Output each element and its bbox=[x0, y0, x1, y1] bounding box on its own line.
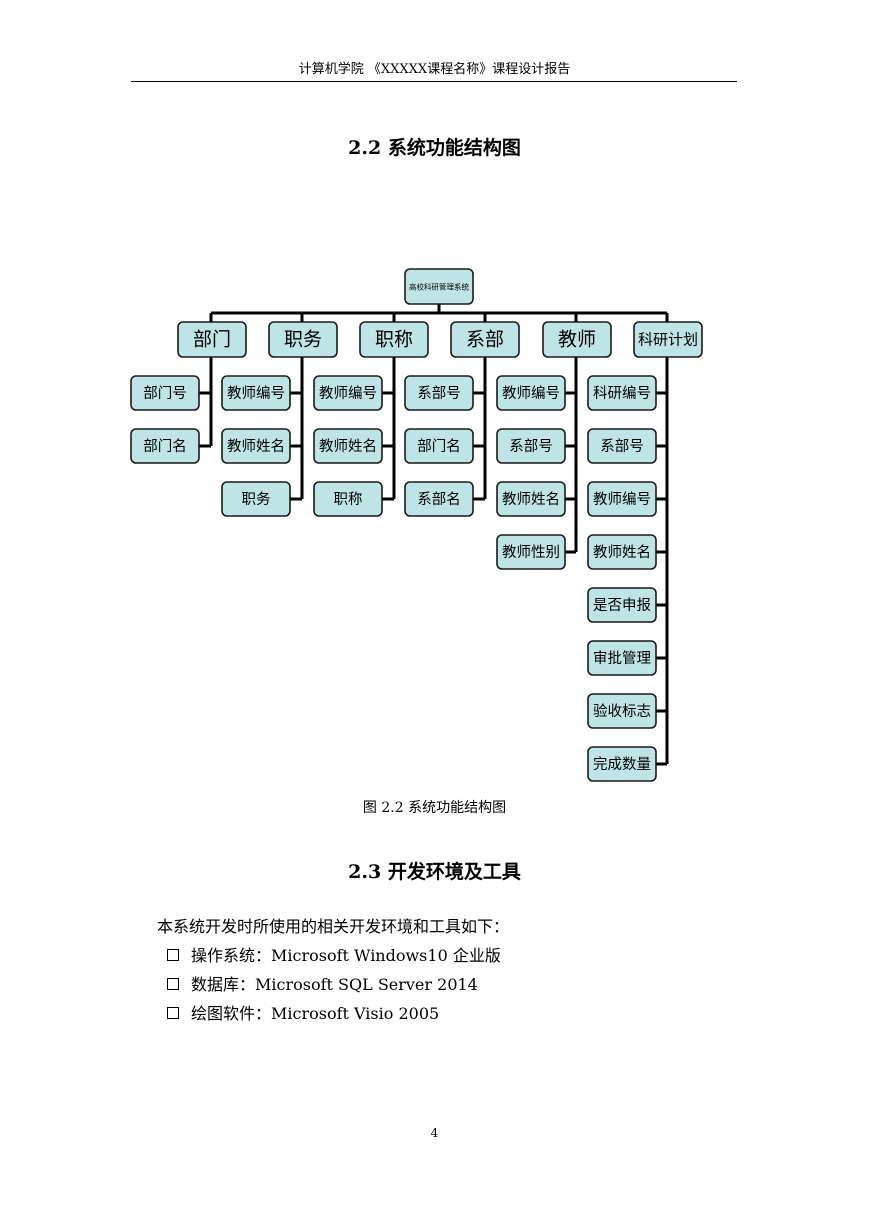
figure-caption: 图 2.2 系统功能结构图 bbox=[362, 800, 507, 816]
leaf-node bbox=[496, 534, 566, 570]
leaf-node bbox=[587, 481, 657, 517]
leaf-node bbox=[313, 428, 383, 464]
leaf-node-label: 审批管理 bbox=[593, 650, 651, 667]
leaf-node-label: 教师编号 bbox=[502, 385, 560, 402]
leaf-node-label: 教师性别 bbox=[502, 544, 560, 561]
leaf-node bbox=[313, 481, 383, 517]
system-structure-diagram: 高校科研管理系统部门部门号部门名职务教师编号教师姓名职务职称教师编号教师姓名职称… bbox=[130, 268, 703, 782]
leaf-node-label: 部门号 bbox=[143, 385, 187, 402]
leaf-node-label: 系部名 bbox=[417, 491, 461, 508]
leaf-node bbox=[221, 375, 291, 411]
leaf-node-label: 是否申报 bbox=[593, 597, 651, 614]
leaf-node bbox=[587, 693, 657, 729]
category-node bbox=[177, 321, 247, 358]
leaf-node bbox=[496, 375, 566, 411]
leaf-node-label: 教师编号 bbox=[593, 491, 651, 508]
leaf-node-label: 职称 bbox=[334, 491, 363, 508]
leaf-node-label: 系部号 bbox=[600, 438, 644, 455]
leaf-node-label: 教师姓名 bbox=[593, 544, 651, 561]
leaf-node bbox=[496, 428, 566, 464]
category-node-label: 职务 bbox=[284, 329, 322, 351]
leaf-node-label: 职务 bbox=[242, 491, 271, 508]
leaf-node-label: 教师编号 bbox=[319, 385, 377, 402]
leaf-node bbox=[404, 375, 474, 411]
leaf-node-label: 部门名 bbox=[417, 438, 461, 455]
leaf-node-label: 科研编号 bbox=[593, 385, 651, 402]
leaf-node bbox=[587, 428, 657, 464]
leaf-node-label: 教师姓名 bbox=[502, 491, 560, 508]
header-rule bbox=[131, 81, 737, 82]
leaf-node bbox=[587, 640, 657, 676]
checkbox-bullet-icon bbox=[167, 978, 179, 990]
leaf-node-label: 教师编号 bbox=[227, 385, 285, 402]
leaf-node-label: 教师姓名 bbox=[319, 438, 377, 455]
checkbox-bullet-icon bbox=[167, 1007, 179, 1019]
category-node-label: 职称 bbox=[375, 329, 413, 351]
category-node bbox=[542, 321, 612, 358]
leaf-node bbox=[221, 481, 291, 517]
root-node bbox=[404, 268, 474, 305]
leaf-node bbox=[313, 375, 383, 411]
intro-paragraph: 本系统开发时所使用的相关开发环境和工具如下： bbox=[157, 917, 510, 936]
category-node bbox=[450, 321, 520, 358]
leaf-node-label: 完成数量 bbox=[593, 756, 651, 773]
category-node-label: 部门 bbox=[193, 329, 231, 351]
leaf-node-label: 教师姓名 bbox=[227, 438, 285, 455]
category-node bbox=[268, 321, 338, 358]
section-title-2-2: 2.2 系统功能结构图 bbox=[348, 137, 521, 159]
leaf-node-label: 部门名 bbox=[143, 438, 187, 455]
leaf-node bbox=[404, 428, 474, 464]
leaf-node bbox=[587, 587, 657, 623]
leaf-node-label: 系部号 bbox=[509, 438, 553, 455]
category-node bbox=[633, 321, 703, 358]
leaf-node bbox=[587, 375, 657, 411]
category-node-label: 教师 bbox=[558, 329, 596, 351]
section-title-2-3: 2.3 开发环境及工具 bbox=[348, 861, 521, 883]
page-header: 计算机学院 《XXXXX课程名称》课程设计报告 bbox=[298, 62, 571, 77]
leaf-node-label: 验收标志 bbox=[593, 703, 651, 720]
leaf-node bbox=[587, 534, 657, 570]
leaf-node bbox=[587, 746, 657, 782]
list-item: 操作系统：Microsoft Windows10 企业版 bbox=[167, 946, 501, 966]
list-item: 绘图软件：Microsoft Visio 2005 bbox=[167, 1004, 439, 1024]
list-item: 数据库：Microsoft SQL Server 2014 bbox=[167, 975, 478, 995]
root-node-label: 高校科研管理系统 bbox=[409, 282, 469, 292]
leaf-node bbox=[221, 428, 291, 464]
leaf-node bbox=[130, 428, 200, 464]
category-node-label: 科研计划 bbox=[638, 331, 698, 349]
category-node bbox=[359, 321, 429, 358]
page-number: 4 bbox=[430, 1126, 439, 1140]
checkbox-bullet-icon bbox=[167, 949, 179, 961]
leaf-node bbox=[404, 481, 474, 517]
leaf-node bbox=[130, 375, 200, 411]
leaf-node-label: 系部号 bbox=[417, 385, 461, 402]
category-node-label: 系部 bbox=[466, 329, 504, 351]
leaf-node bbox=[496, 481, 566, 517]
